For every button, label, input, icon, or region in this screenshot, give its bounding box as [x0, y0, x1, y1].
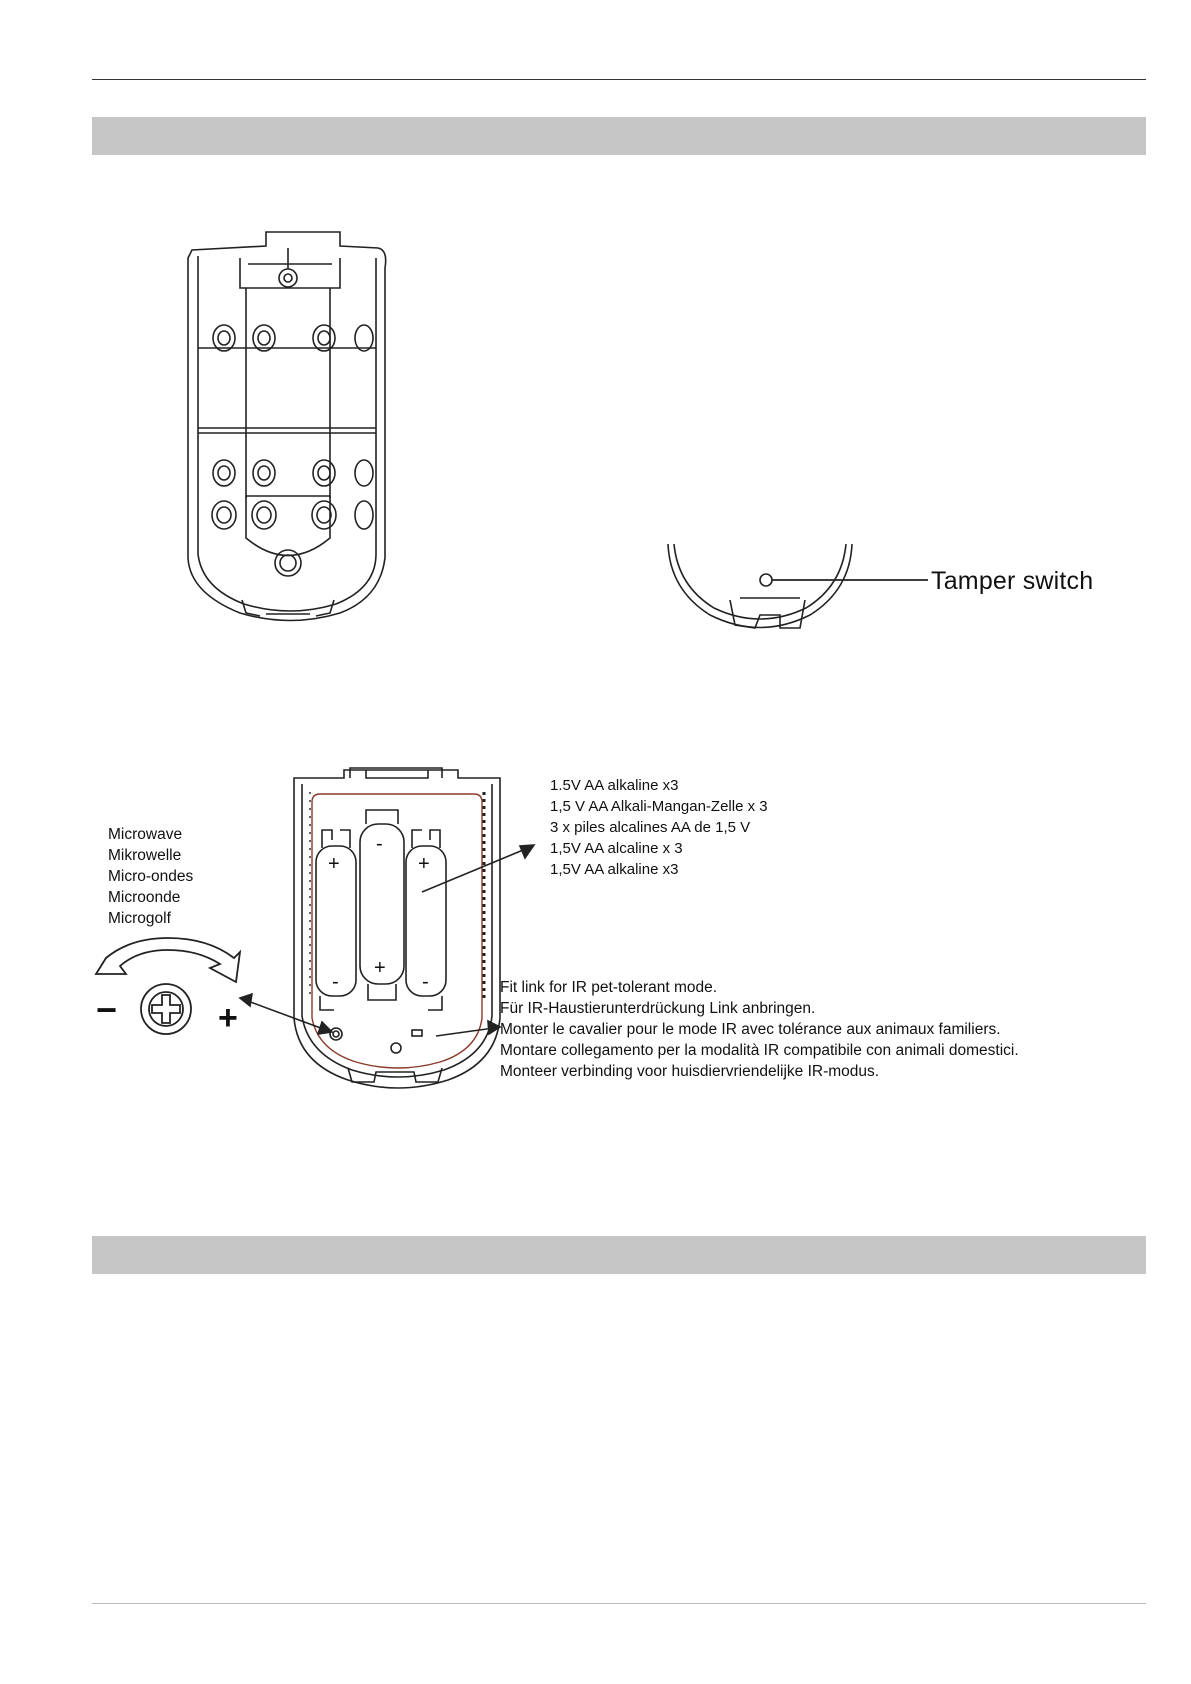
battery-left-top-polarity: +	[328, 853, 340, 875]
battery-right-bottom-polarity: -	[422, 971, 429, 993]
fit-link-de: Für IR-Haustierunterdrückung Link anbrin…	[500, 1000, 816, 1017]
microwave-label-fr: Micro-ondes	[108, 868, 194, 885]
microwave-label-de: Mikrowelle	[108, 847, 182, 864]
fit-link-en: Fit link for IR pet-tolerant mode.	[500, 979, 718, 996]
battery-mid-top-polarity: -	[376, 833, 383, 855]
microwave-adjust-arrow-icon	[94, 937, 242, 984]
battery-spec-fr: 3 x piles alcalines AA de 1,5 V	[550, 819, 751, 836]
section-header-bar-2	[92, 1236, 1146, 1274]
fit-link-instructions: Fit link for IR pet-tolerant mode. Für I…	[500, 977, 1019, 1082]
battery-left-bottom-polarity: -	[332, 971, 339, 993]
back-plate-diagram	[187, 231, 387, 622]
battery-spec-nl: 1,5V AA alkaline x3	[550, 861, 679, 878]
bottom-rule	[92, 1603, 1146, 1604]
battery-spec-de: 1,5 V AA Alkali-Mangan-Zelle x 3	[550, 798, 768, 815]
minus-icon: −	[96, 989, 118, 1030]
fit-link-it: Montare collegamento per la modalità IR …	[500, 1042, 1019, 1059]
microwave-label-en: Microwave	[108, 826, 183, 843]
tamper-switch-label: Tamper switch	[931, 567, 1094, 595]
battery-mid-bottom-polarity: +	[374, 957, 386, 979]
microwave-label-nl: Microgolf	[108, 910, 171, 927]
battery-spec-it: 1,5V AA alcaline x 3	[550, 840, 683, 857]
battery-spec-en: 1.5V AA alkaline x3	[550, 777, 679, 794]
battery-compartment-diagram: + - + - + -	[293, 767, 501, 1089]
microwave-label-list: Microwave Mikrowelle Micro-ondes Microon…	[108, 824, 193, 929]
plus-icon: +	[218, 999, 238, 1037]
fit-link-fr: Monter le cavalier pour le mode IR avec …	[500, 1021, 1001, 1038]
adjust-screw-icon	[140, 983, 192, 1035]
tamper-switch-diagram	[667, 543, 928, 629]
fit-link-nl: Monteer verbinding voor huisdiervriendel…	[500, 1063, 880, 1080]
top-rule	[92, 79, 1146, 80]
section-header-bar-1	[92, 117, 1146, 155]
battery-spec-list: 1.5V AA alkaline x3 1,5 V AA Alkali-Mang…	[550, 775, 768, 880]
microwave-label-it: Microonde	[108, 889, 181, 906]
battery-right-top-polarity: +	[418, 853, 430, 875]
